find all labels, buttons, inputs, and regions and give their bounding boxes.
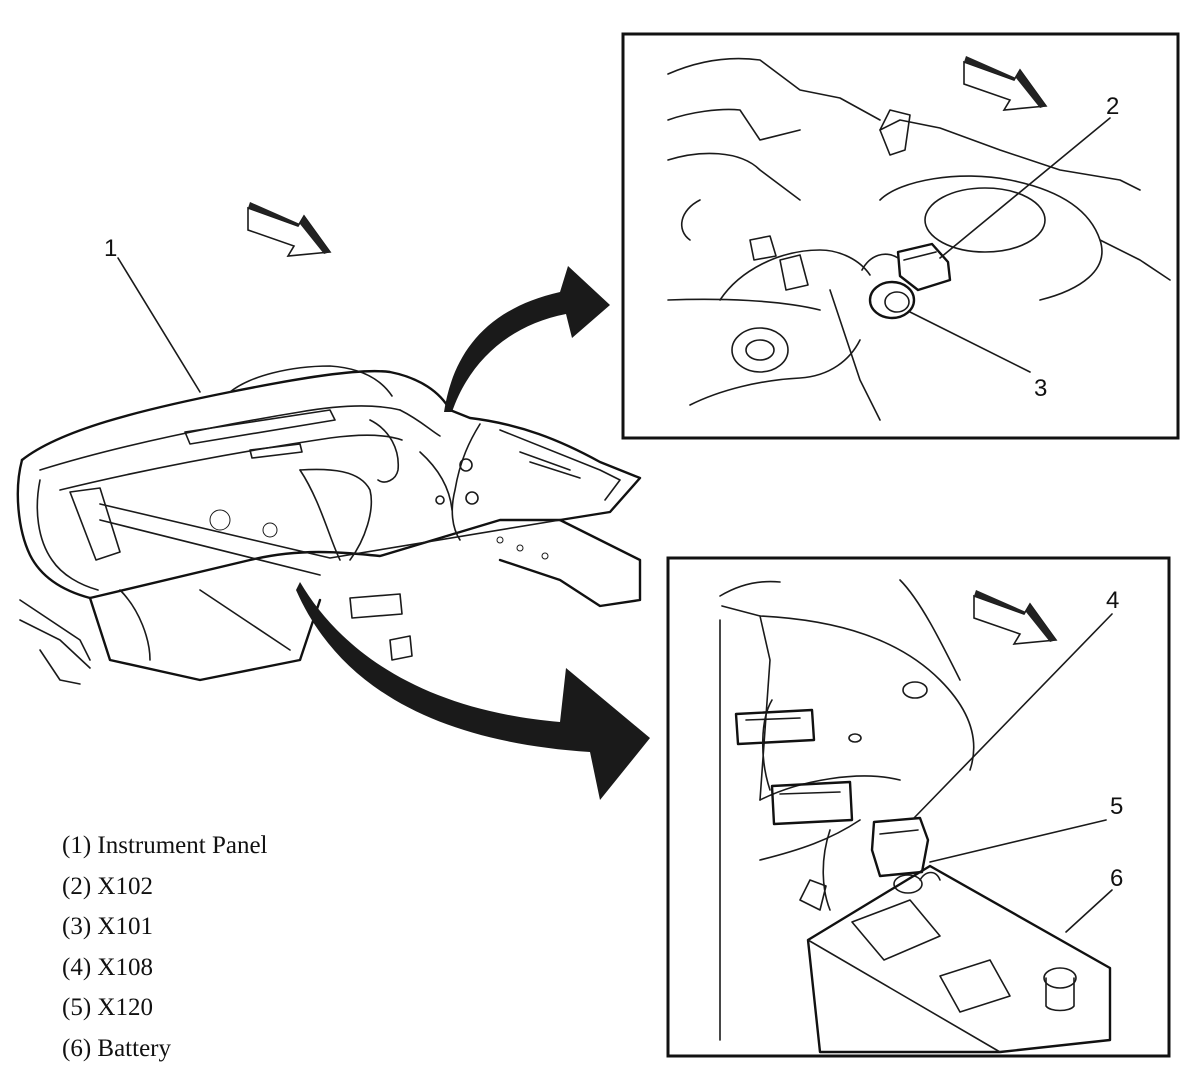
upper-detail-drawing	[667, 57, 1171, 421]
upper-detail-pointer-arrow	[444, 266, 610, 412]
callout-4: 4	[1106, 587, 1119, 614]
callout-3-leader	[909, 311, 1031, 373]
callout-3: 3	[1034, 375, 1047, 402]
callout-4-leader	[913, 613, 1113, 819]
legend-item-instrument-panel: (1) Instrument Panel	[62, 832, 268, 859]
callout-2-leader	[939, 117, 1111, 259]
callout-1: 1	[104, 235, 117, 262]
lower-detail-pointer-arrow	[296, 582, 650, 800]
component-legend: (1) Instrument Panel (2) X102 (3) X101 (…	[62, 826, 268, 1069]
forward-direction-arrow-icon	[247, 202, 332, 257]
legend-item-battery: (6) Battery	[62, 1034, 171, 1062]
legend-item-x102: (2) X102	[62, 872, 153, 900]
forward-direction-arrow-icon	[973, 590, 1058, 645]
callout-6: 6	[1110, 865, 1123, 892]
forward-direction-arrow-icon	[963, 56, 1048, 111]
callout-5-leader	[929, 819, 1107, 863]
callout-1-leader	[117, 257, 201, 393]
legend-item-x108: (4) X108	[62, 953, 153, 981]
vehicle-overview-drawing	[16, 365, 642, 685]
legend-item-x120: (5) X120	[62, 994, 153, 1021]
callout-2: 2	[1106, 93, 1119, 120]
callout-6-leader	[1065, 889, 1113, 933]
lower-detail-drawing	[719, 579, 1112, 1054]
upper-detail-frame	[621, 32, 1180, 440]
legend-item-x101: (3) X101	[62, 913, 153, 940]
callout-5: 5	[1110, 793, 1123, 820]
